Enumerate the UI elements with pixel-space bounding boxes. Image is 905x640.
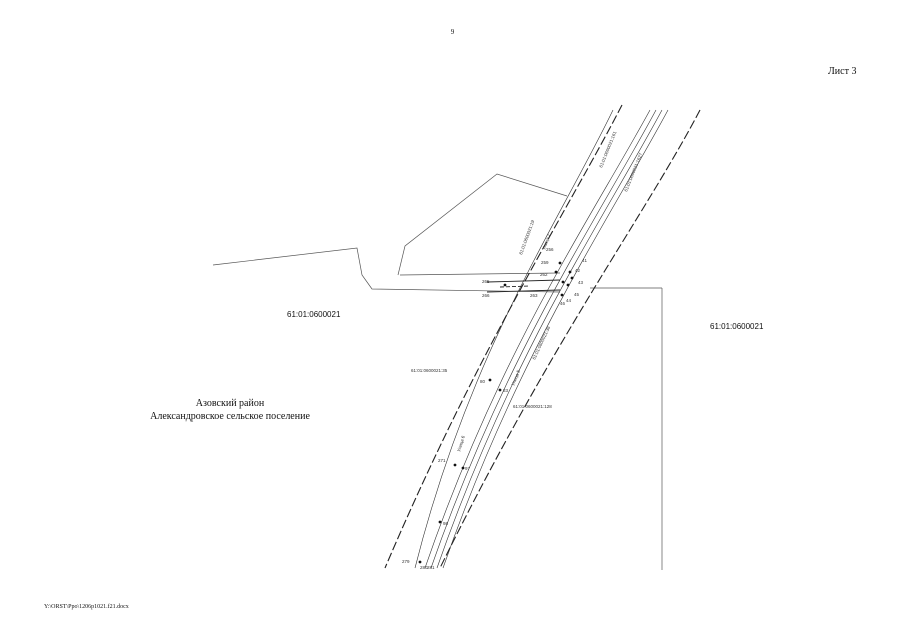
point-label: 98 (443, 521, 449, 526)
point-label: 83 (503, 388, 509, 393)
survey-points (418, 261, 574, 564)
point-label: 97 (465, 466, 471, 471)
parcel-label-36: 61:01:0600021:36 (531, 325, 551, 360)
road-corridor (414, 109, 669, 569)
point-label: 259 (541, 260, 549, 265)
point-label: 263 (530, 293, 538, 298)
parcel-label-19: 61:01:0600021:19 (518, 219, 535, 255)
point-label: 41 (582, 258, 588, 263)
point-label: 265 (482, 279, 490, 284)
road-label-6: Улица 6 (456, 435, 466, 453)
parcel-boundaries (212, 173, 663, 570)
cross-street (486, 279, 561, 293)
parcel-label-35: 61:01:0600021:35 (411, 368, 448, 373)
fence-right (439, 109, 701, 569)
point-label: 42 (575, 268, 581, 273)
point-label: 266 (482, 293, 490, 298)
point-label: 43 (578, 280, 584, 285)
road-label-5: Улица 5 (510, 369, 521, 387)
road-label-7: Улица 7 (541, 233, 552, 251)
point-label: 80 (480, 379, 486, 384)
point-label: 44 (566, 298, 572, 303)
settlement-name: Александровское сельское поселение (150, 411, 310, 422)
fence-left (384, 104, 623, 569)
parcel-label-128: 61:01:0600021:128 (513, 404, 552, 409)
point-label: 280 (420, 565, 428, 570)
parcel-label-1627: 61:01:0600021:1627 (623, 152, 643, 193)
parcel-label-main-left: 61:01:0600021 (287, 310, 341, 319)
point-label: 45 (574, 292, 580, 297)
point-label: 271 (438, 458, 446, 463)
point-label: 256 (546, 247, 554, 252)
parcel-label-161: 61:01:0600021:161 (598, 130, 617, 168)
parcel-label-main-right: 61:01:0600021 (710, 322, 764, 331)
point-label: 46 (560, 301, 566, 306)
point-label: 281 (427, 565, 435, 570)
page-number: 9 (450, 28, 455, 36)
district-name: Азовский район (195, 398, 265, 409)
point-label: 262 (540, 272, 548, 277)
footer-path: Y:\ORST\Ppo\1206p1021.f21.docx (44, 604, 129, 610)
sheet-label: Лист 3 (828, 66, 857, 77)
point-label: 279 (402, 559, 410, 564)
